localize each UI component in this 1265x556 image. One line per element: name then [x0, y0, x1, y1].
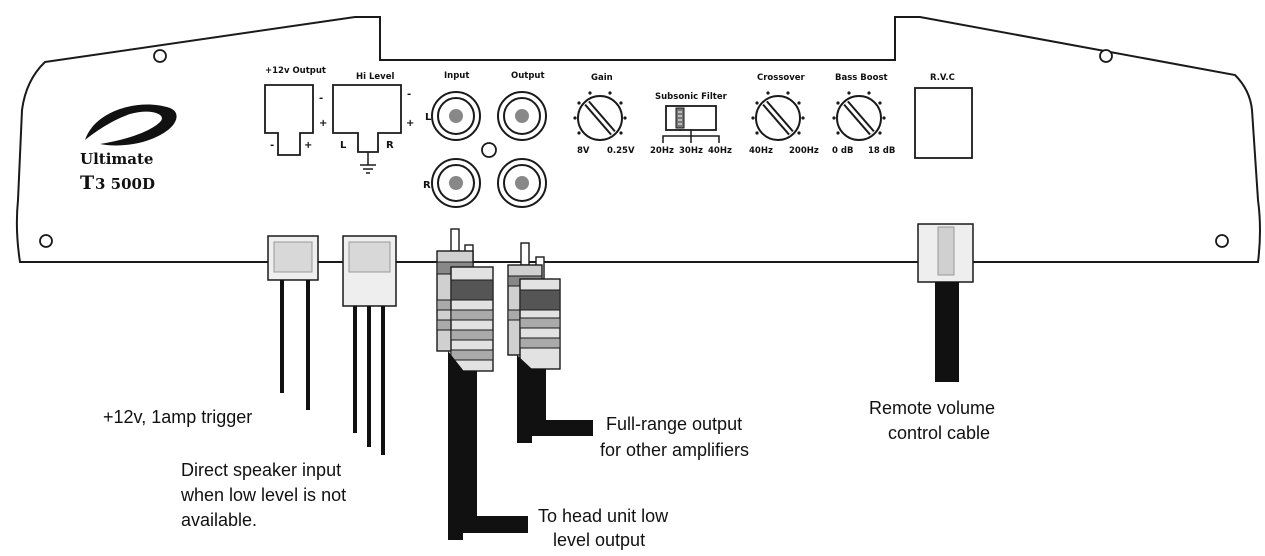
crossover-label: Crossover: [757, 73, 806, 83]
gain-control: Gain 8V 0.25V: [573, 73, 635, 156]
brand-model-text: 3 500D: [95, 175, 155, 193]
rca-status-led: [481, 142, 497, 158]
subsonic-filter-switch[interactable]: [665, 105, 717, 131]
crossover-knob[interactable]: [755, 95, 801, 141]
mounting-hole-bottom-right: [1215, 234, 1229, 248]
output-12v-port: +12v Output - + - +: [264, 66, 327, 156]
gain-knob[interactable]: [577, 95, 623, 141]
crossover-min-label: 40Hz: [749, 146, 773, 156]
output-12v-side-minus: -: [319, 93, 323, 104]
amplifier-panel-outline: [15, 16, 1261, 263]
rvc-cable: [935, 282, 959, 382]
output-12v-minus-label: -: [270, 140, 274, 151]
callout-fullrange-line1: Full-range output: [606, 414, 742, 434]
gain-min-label: 8V: [577, 146, 590, 156]
rvc-port: R.V.C: [914, 73, 973, 159]
bass-boost-label: Bass Boost: [835, 73, 888, 83]
subsonic-filter-control: Subsonic Filter 20Hz 30Hz 40Hz: [650, 92, 732, 156]
output-12v-label: +12v Output: [265, 66, 326, 76]
rca-output-right-jack[interactable]: [497, 158, 547, 208]
rca-input-plugs: [436, 228, 528, 540]
gain-dial-ticks: [573, 91, 627, 135]
callout-speaker-line2: when low level is not: [180, 485, 346, 505]
crossover-dial-ticks: [751, 91, 805, 135]
brand-logo: Ultimate T 3 500D: [80, 104, 177, 194]
rca-output-label: Output: [511, 71, 545, 81]
bass-boost-dial-ticks: [832, 91, 886, 135]
hi-level-left-label: L: [340, 140, 347, 151]
rca-input-right-label: R: [423, 180, 431, 191]
rca-output-plugs: [507, 242, 593, 443]
hi-level-plus-label: +: [406, 118, 414, 129]
callout-headunit-line1: To head unit low: [538, 506, 669, 526]
rvc-socket[interactable]: [914, 87, 973, 159]
callout-speaker-line1: Direct speaker input: [181, 460, 341, 480]
head-unit-cable: [448, 351, 528, 540]
gain-label: Gain: [591, 73, 613, 83]
callout-fullrange-line2: for other amplifiers: [600, 440, 749, 460]
bass-boost-max-label: 18 dB: [868, 146, 895, 156]
crossover-max-label: 200Hz: [789, 146, 819, 156]
callout-speaker-line3: available.: [181, 510, 257, 530]
brand-model-letter: T: [80, 172, 94, 194]
bass-boost-control: Bass Boost 0 dB 18 dB: [832, 73, 895, 156]
callout-remote-line1: Remote volume: [869, 398, 995, 418]
gain-max-label: 0.25V: [607, 146, 635, 156]
mounting-hole-top-left: [153, 49, 167, 63]
subsonic-filter-label: Subsonic Filter: [655, 92, 728, 102]
rvc-label: R.V.C: [930, 73, 955, 83]
rca-input-right-jack[interactable]: [431, 158, 481, 208]
bass-boost-min-label: 0 dB: [832, 146, 853, 156]
subsonic-opt-30hz: 30Hz: [679, 146, 703, 156]
output-12v-plus-label: +: [304, 140, 312, 151]
callout-trigger: +12v, 1amp trigger: [103, 407, 252, 427]
bass-boost-knob[interactable]: [836, 95, 882, 141]
output-12v-side-plus: +: [319, 118, 327, 129]
rca-jacks: Input Output L R: [423, 71, 547, 208]
hi-level-minus-label: -: [407, 89, 411, 100]
rca-input-label: Input: [444, 71, 469, 81]
subsonic-opt-40hz: 40Hz: [708, 146, 732, 156]
trigger-plug: [267, 235, 319, 410]
crossover-control: Crossover 40Hz 200Hz: [749, 73, 819, 156]
brand-name-text: Ultimate: [80, 150, 153, 168]
subsonic-opt-20hz: 20Hz: [650, 146, 674, 156]
rvc-plug: [917, 223, 974, 382]
rca-output-left-jack[interactable]: [497, 91, 547, 141]
rca-input-left-label: L: [425, 112, 432, 123]
full-range-cable: [517, 355, 593, 443]
brand-swoosh-icon: [85, 104, 177, 146]
hi-level-right-label: R: [386, 140, 394, 151]
speaker-input-plug: [342, 235, 397, 455]
mounting-hole-bottom-left: [39, 234, 53, 248]
rca-input-left-jack[interactable]: [431, 91, 481, 141]
hi-level-port: Hi Level L R - +: [332, 72, 414, 174]
mounting-hole-top-right: [1099, 49, 1113, 63]
callout-remote-line2: control cable: [888, 423, 990, 443]
hi-level-label: Hi Level: [356, 72, 394, 82]
callout-headunit-line2: level output: [553, 530, 645, 550]
